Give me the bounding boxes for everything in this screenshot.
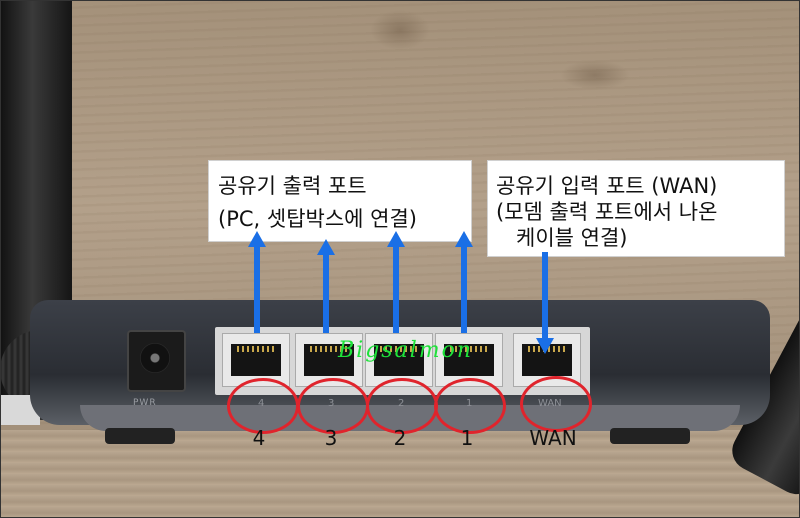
callout-label: 3 (324, 426, 338, 450)
lan-label-line-2: (PC, 셋탑박스에 연결) (218, 207, 417, 231)
lan-label-line-1: 공유기 출력 포트 (218, 174, 367, 198)
port-socket (231, 344, 281, 376)
callout-label: WAN (529, 426, 577, 450)
router-foot (105, 428, 175, 444)
arrow-wan (536, 252, 554, 354)
arrow-port-4 (248, 231, 266, 333)
lan-port-1 (435, 333, 503, 387)
arrow-port-2 (387, 231, 405, 333)
callout-label: 2 (393, 426, 407, 450)
lan-label-box (208, 160, 472, 242)
wood-surface-lower (0, 430, 800, 518)
wood-knot (560, 60, 630, 90)
wan-label-line-1: 공유기 입력 포트 (WAN) (496, 174, 718, 198)
power-jack-hole (140, 343, 170, 373)
router-foot (610, 428, 690, 444)
callout-ring-1 (434, 378, 506, 434)
callout-label: 1 (460, 426, 474, 450)
wood-knot (370, 10, 430, 50)
port-socket (374, 344, 424, 376)
callout-label: 4 (252, 426, 266, 450)
arrow-port-1 (455, 231, 473, 333)
wan-label-box (487, 160, 785, 257)
wan-label-line-3: 케이블 연결) (516, 226, 628, 250)
callout-ring-wan (520, 376, 592, 432)
arrow-port-3 (317, 239, 335, 333)
wan-label-line-2: (모뎀 출력 포트에서 나온 (496, 200, 718, 224)
power-jack (127, 330, 186, 392)
port-socket (304, 344, 354, 376)
port-socket (444, 344, 494, 376)
watermark: Bigsalmon (338, 338, 474, 363)
power-label: PWR (133, 398, 157, 408)
